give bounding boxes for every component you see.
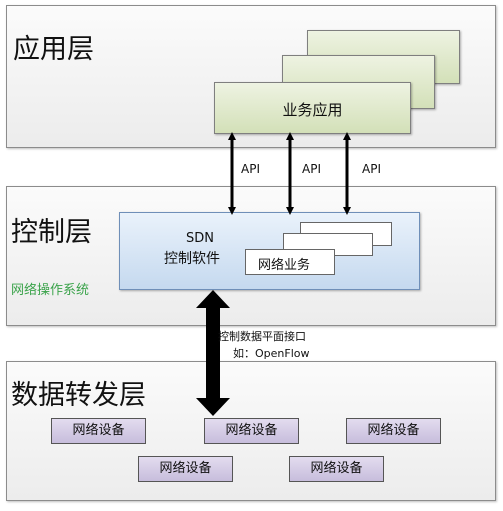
service-application-label: 业务应用	[282, 101, 343, 119]
application-layer-title: 应用层	[13, 34, 94, 65]
service-application-box[interactable]: 业务应用	[214, 82, 411, 134]
sdn-subtitle: 控制软件	[164, 251, 220, 267]
network-device-5[interactable]: 网络设备	[289, 456, 384, 482]
control-layer-title: 控制层	[11, 217, 92, 248]
southbound-interface-arrow	[196, 290, 230, 416]
api-label-3: API	[362, 162, 381, 176]
sdn-title: SDN	[186, 231, 214, 246]
network-device-1[interactable]: 网络设备	[51, 418, 146, 444]
network-os-label: 网络操作系统	[11, 283, 90, 298]
network-device-3[interactable]: 网络设备	[346, 418, 441, 444]
forwarding-layer-title: 数据转发层	[11, 380, 146, 411]
network-device-2[interactable]: 网络设备	[204, 418, 299, 444]
network-service-label: 网络业务	[258, 258, 311, 273]
api-label-2: API	[302, 162, 321, 176]
openflow-example-label: 如：OpenFlow	[233, 347, 310, 360]
network-device-4[interactable]: 网络设备	[138, 456, 233, 482]
api-label-1: API	[241, 162, 260, 176]
network-service-box[interactable]: 网络业务	[245, 249, 335, 275]
control-data-plane-interface-label: 控制数据平面接口	[218, 330, 306, 343]
